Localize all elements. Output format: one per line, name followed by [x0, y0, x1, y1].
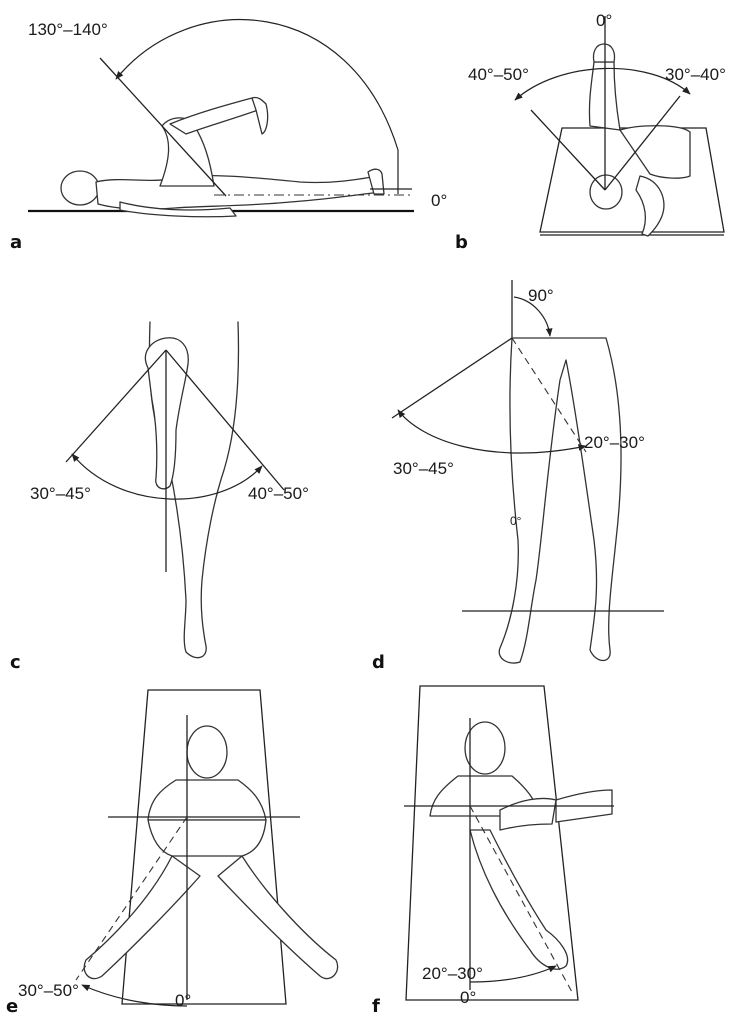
angle-label-zero: 0° [175, 991, 191, 1010]
angle-label-left: 30°–45° [30, 484, 91, 503]
panel-letter-a: a [10, 232, 22, 253]
angle-label-zero: 0° [510, 514, 522, 528]
leg-figure [145, 322, 238, 658]
panel-e: 30°–50° 0° e [6, 690, 338, 1014]
adduction-arc [470, 966, 556, 982]
panel-letter-d: d [372, 652, 385, 673]
angle-label-right: 20°–30° [584, 433, 645, 452]
angle-label-right: 40°–50° [248, 484, 309, 503]
panel-letter-f: f [372, 996, 380, 1014]
angle-label-zero: 0° [460, 988, 476, 1007]
legs-figure [499, 338, 621, 663]
angle-label-top: 90° [528, 286, 554, 305]
angle-label-left: 30°–50° [18, 981, 79, 1000]
angle-label-mid: 20°–30° [422, 964, 483, 983]
patient-figure [84, 726, 337, 979]
panel-b: 0° 40°–50° 30°–40° b [455, 11, 726, 253]
angle-label-left: 30°–45° [393, 459, 454, 478]
panel-letter-e: e [6, 996, 18, 1014]
panel-a: 130°–140° 0° a [10, 20, 447, 253]
external-rotation-line [66, 350, 166, 462]
angle-label-right: 30°–40° [665, 65, 726, 84]
panel-letter-b: b [455, 232, 468, 253]
abduction-arc [398, 410, 586, 453]
angle-label-zero: 0° [596, 11, 612, 30]
panel-f: 20°–30° 0° f [372, 686, 614, 1014]
panel-letter-c: c [10, 652, 21, 673]
abduction-line [392, 338, 512, 418]
angle-label-left: 40°–50° [468, 65, 529, 84]
panel-d: 90° 30°–45° 20°–30° 0° d [372, 280, 664, 673]
panel-c: 30°–45° 40°–50° c [10, 322, 309, 673]
angle-label-flexion: 130°–140° [28, 20, 108, 39]
patient-figure [430, 722, 612, 969]
abduction-arc [82, 985, 187, 1006]
angle-label-zero: 0° [431, 191, 447, 210]
